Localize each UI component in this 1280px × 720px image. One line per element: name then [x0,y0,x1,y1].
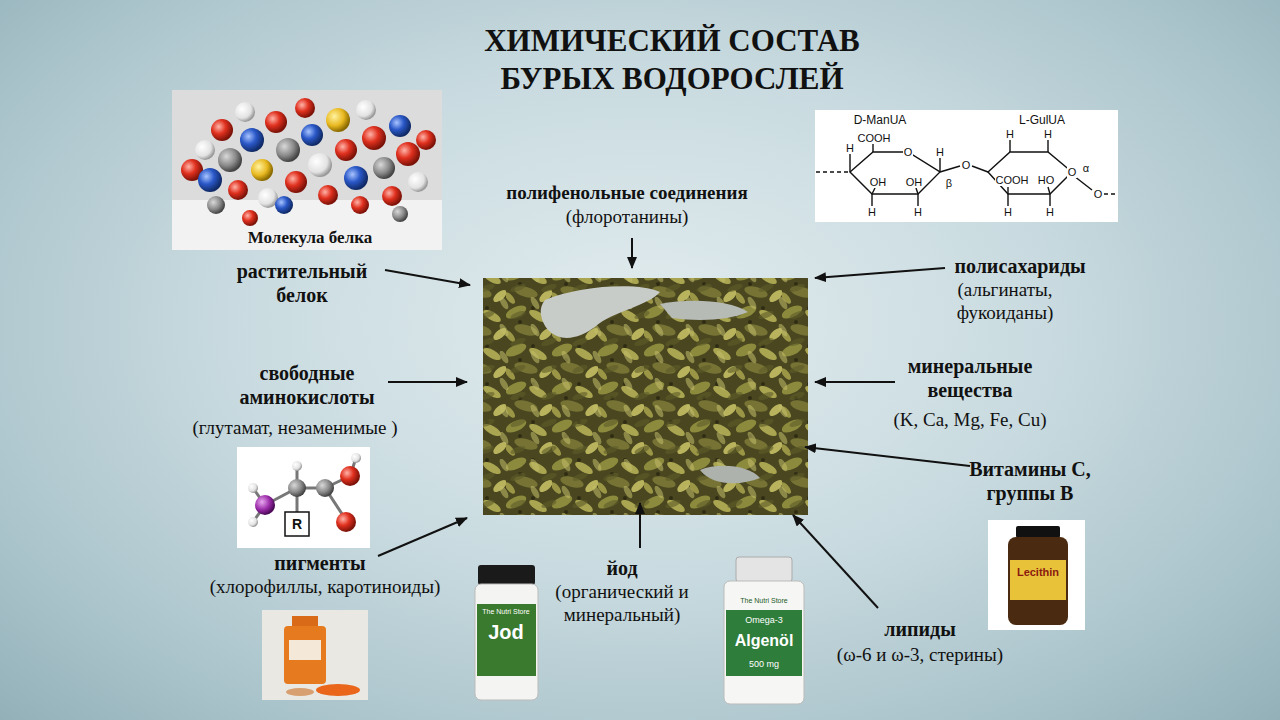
seaweed-photo [483,278,808,515]
atom-symbol: H [845,143,855,154]
bond-type: α [1082,163,1090,174]
atom-group: HO [1037,175,1056,186]
atom-symbol: H [867,207,877,218]
algae-oil-bottle [724,557,804,704]
atom-group: COOH [857,133,892,144]
alginate-formula [815,110,1118,222]
slide-title: ХИМИЧЕСКИЙ СОСТАВ БУРЫХ ВОДОРОСЛЕЙ [437,22,907,98]
component-name: минеральные вещества [890,354,1050,402]
component-name: липиды [860,617,980,641]
component-name: йод [582,556,662,580]
component-name: растительный белок [217,259,387,307]
atom-symbol: O [961,160,972,171]
product-note: 500 mg [748,660,780,669]
arrows [378,238,970,608]
component-detail: (K, Ca, Mg, Fe, Cu) [870,409,1070,432]
atom-symbol: O [903,147,914,158]
protein-picture [172,90,442,250]
product-name: Lecithin [1016,567,1060,578]
lecithin-bottle [988,520,1085,630]
component-detail: (альгинаты, фукоиданы) [930,279,1080,325]
product-note: Omega-3 [744,616,784,625]
product-name: Algenöl [734,633,795,649]
amino-acid-model [237,447,370,548]
atom-symbol: O [1093,189,1104,200]
residue-name: D-ManUA [853,114,908,126]
atom-group: OH [869,177,888,188]
atom-symbol: O [1067,167,1078,178]
atom-symbol: H [935,147,945,158]
component-detail: (органический и минеральный) [542,581,702,627]
pigment-photo [262,610,368,700]
component-detail: (ω-6 и ω-3, стерины) [810,644,1030,667]
component-detail: (флоротанины) [507,206,747,229]
bond-type: β [945,178,953,189]
component-detail: (хлорофиллы, каротиноиды) [175,576,475,599]
component-detail: (глутамат, незаменимые ) [150,417,440,440]
product-name: Jod [487,622,525,642]
component-name: полифенольные соединения [457,182,797,205]
radical-symbol: R [291,517,303,531]
atom-symbol: H [1003,207,1013,218]
brand-name: The Nutri Store [481,608,530,615]
iodine-bottle [475,565,538,700]
brand-name: The Nutri Store [739,597,788,604]
atom-symbol: H [1005,129,1015,140]
picture-caption: Молекула белка [200,228,420,248]
atom-symbol: H [1045,207,1055,218]
residue-name: L-GulUA [1018,114,1066,126]
component-name: свободные аминокислоты [222,361,392,409]
component-name: Витамины С, группы В [950,457,1110,505]
atom-group: OH [905,177,924,188]
component-name: полисахариды [930,254,1110,278]
component-name: пигменты [250,551,390,575]
atom-symbol: H [913,207,923,218]
atom-symbol: H [1043,129,1053,140]
atom-group: COOH [995,175,1030,186]
